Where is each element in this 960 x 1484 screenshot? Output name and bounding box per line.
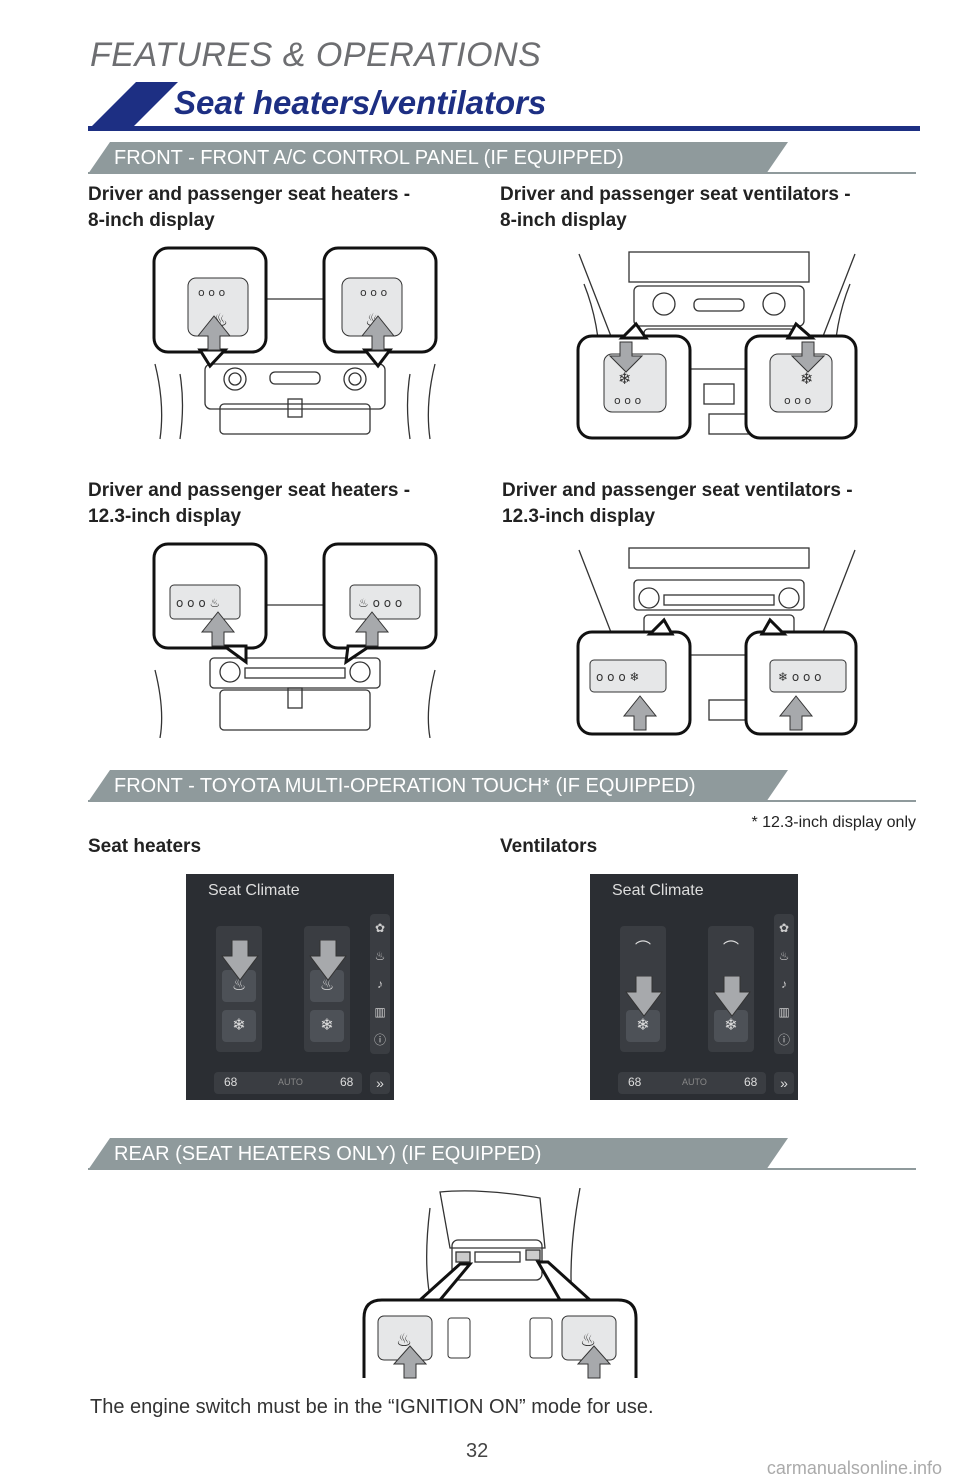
svg-text:❄: ❄ [618,369,631,388]
auto-label: AUTO [682,1077,707,1087]
heater-12inch-illustration: o o o ♨ ♨ o o o [150,540,440,738]
footnote: * 12.3-inch display only [751,814,916,831]
passenger-seat-icon: ⌒ [722,941,739,958]
svg-text:❄ o o o: ❄ o o o [778,670,822,684]
svg-text:o o o ❄: o o o ❄ [596,670,640,684]
down-arrow-icon [625,976,751,1017]
ventilator-12inch-illustration: o o o ❄ ❄ o o o [574,540,860,738]
figure-caption: Driver and passenger seat heaters - 8-in… [88,184,411,231]
section-label: REAR (SEAT HEATERS ONLY) (IF EQUIPPED) [114,1143,542,1165]
auto-label: AUTO [278,1077,303,1087]
svg-text:o o o: o o o [198,286,225,299]
temp-left: 68 [224,1075,238,1089]
watermark: carmanualsonline.info [766,1458,942,1478]
temp-right: 68 [744,1075,758,1089]
more-button[interactable]: » [774,1072,794,1094]
screen-title: Seat Climate [612,882,704,899]
usage-note: The engine switch must be in the “IGNITI… [90,1396,654,1418]
figure-caption: Driver and passenger seat ventilators - … [500,184,851,231]
driver-seat-icon: ⌒ [634,941,651,958]
figure-caption: Seat heaters [88,836,202,857]
section-bar-front-ac: FRONT - FRONT A/C CONTROL PANEL (IF EQUI… [88,142,920,174]
heater-8inch-illustration: o o o ♨ o o o ♨ [150,244,440,442]
svg-text:o o o: o o o [784,394,811,407]
svg-text:♨ o o o: ♨ o o o [358,596,402,610]
temp-right: 68 [340,1075,354,1089]
svg-text:♨: ♨ [396,1330,412,1351]
down-arrow-icon [221,940,347,981]
section-bar-multi-touch: FRONT - TOYOTA MULTI-OPERATION TOUCH* (I… [88,770,920,802]
figure-caption: Ventilators [500,836,598,857]
driver-ventilator-button[interactable]: ❄ [222,1010,256,1042]
side-menu[interactable]: ✿♨♪▥ⓘ [370,914,390,1054]
passenger-ventilator-button[interactable]: ❄ [310,1010,344,1042]
svg-text:♨: ♨ [580,1330,596,1351]
category-title: FEATURES & OPERATIONS [90,36,542,74]
rear-console-illustration: ♨ ♨ [360,1188,640,1384]
passenger-ventilator-button[interactable]: ❄ [714,1010,748,1042]
svg-text:o o o: o o o [360,286,387,299]
temp-left: 68 [628,1075,642,1089]
screen-title: Seat Climate [208,882,300,899]
seat-climate-screen-heaters: Seat Climate ♨ ❄ ♨ ❄ ✿♨♪▥ⓘ 68 68 AUTO » [186,874,394,1100]
seat-climate-screen-ventilators: Seat Climate ⌒ ⌒ ❄ ❄ ✿♨♪▥ⓘ 68 68 AUTO » [590,874,798,1100]
figure-caption: Driver and passenger seat heaters - 12.3… [88,480,411,527]
section-label: FRONT - TOYOTA MULTI-OPERATION TOUCH* (I… [114,775,696,797]
title-banner: Seat heaters/ventilators [88,80,920,132]
temperature-bar [214,1072,362,1094]
more-button[interactable]: » [370,1072,390,1094]
figure-caption: Driver and passenger seat ventilators - … [502,480,853,527]
svg-text:o o o ♨: o o o ♨ [176,596,220,610]
page-title: Seat heaters/ventilators [174,84,547,121]
page-number: 32 [466,1440,489,1462]
ventilator-8inch-illustration: ❄ o o o ❄ o o o [574,244,860,442]
side-menu[interactable]: ✿♨♪▥ⓘ [774,914,794,1054]
svg-text:❄: ❄ [800,369,813,388]
svg-text:o o o: o o o [614,394,641,407]
section-label: FRONT - FRONT A/C CONTROL PANEL (IF EQUI… [114,147,624,169]
temperature-bar [618,1072,766,1094]
section-bar-rear: REAR (SEAT HEATERS ONLY) (IF EQUIPPED) [88,1138,920,1170]
